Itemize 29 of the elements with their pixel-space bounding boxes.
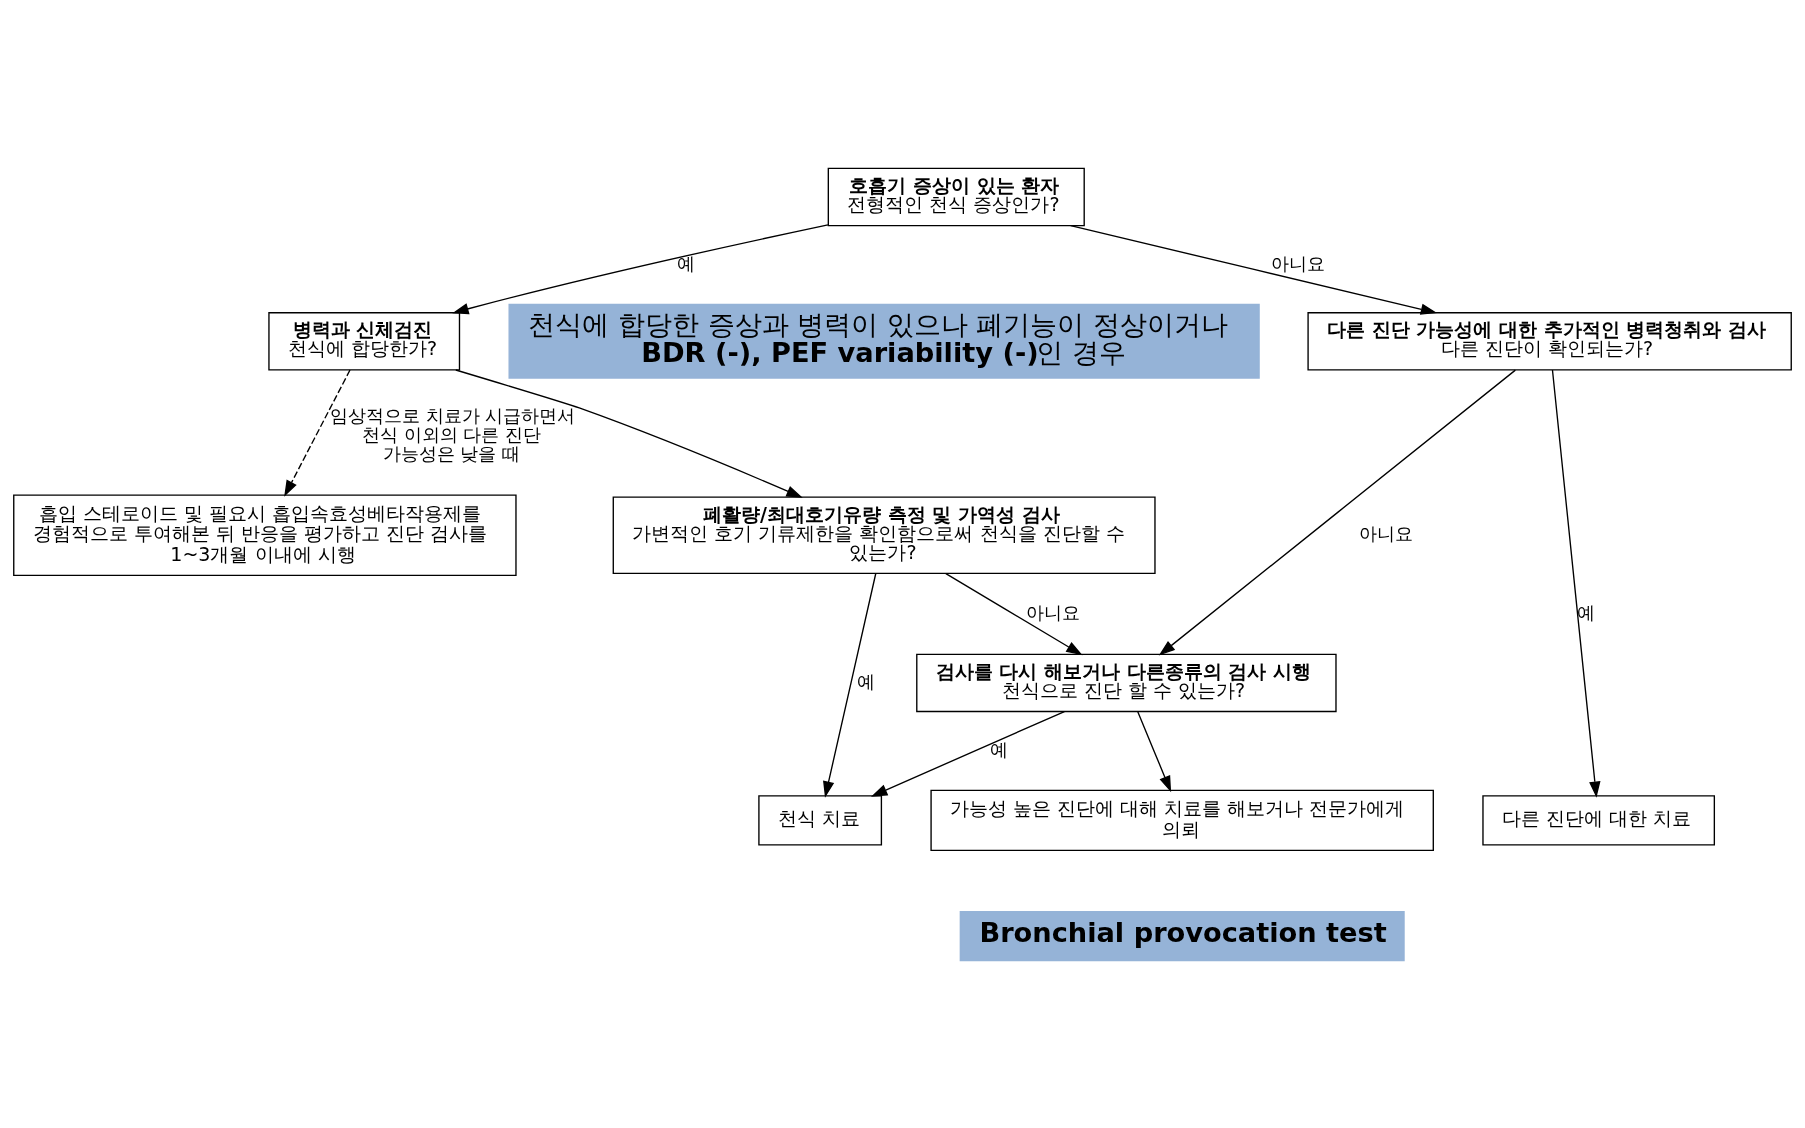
node-box: 천식에 합당한 증상과 병력이 있으나 폐기능이 정상이거나 BDR (-), PEF variability (-)인 경우 [508,303,1260,379]
node-box: 가능성 높은 진단에 대해 치료를 해보거나 전문가에게 의뢰 [930,789,1434,851]
arrow [452,223,829,314]
arrow [455,368,803,498]
arrow [870,710,1066,797]
node-box: 다른 진단에 대한 치료 [1482,794,1716,846]
node-box: 검사를 다시 해보거나 다른종류의 검사 시행 천식으로 진단 할 수 있는가? [916,653,1337,712]
edge-label: 아니요 [1359,523,1414,544]
edge-label: 예 [677,253,696,274]
node-box: 흡입 스테로이드 및 필요시 흡입속효성베타작용제를 경험적으로 투여해본 뒤 반응을 평가하고 진단 검사를 1~3개월 이내에 시행 [13,493,517,576]
node-box: 폐활량/최대호기유량 측정 및 가역성 검사 가변적인 호기 기류제한을 확인함으로써 천식을 진단할 수 있는가? [612,495,1156,574]
node-box: 천식 치료 [758,794,883,846]
arrow [1137,710,1172,792]
arrow [1551,368,1601,798]
arrow [1158,368,1517,656]
node-box: 병력과 신체검진 천식에 합당한가? [268,311,461,371]
edge-label: 아니요 [1025,602,1080,623]
edge-label: 예 [990,739,1009,760]
edge-label: 예 [1576,602,1595,623]
edge-label: 예 [856,671,875,692]
node-box: Bronchial provocation test [959,910,1405,961]
edge-label: 임상적으로 치료가 시급하면서 천식 이외의 다른 진단 가능성은 낮을 때 [330,405,576,464]
arrow [284,368,351,497]
arrow [823,572,877,798]
node-box: 호흡기 증상이 있는 환자 전형적인 천식 증상인가? [827,167,1085,226]
arrow [1070,224,1438,315]
arrow [945,572,1083,655]
edge-label: 아니요 [1270,253,1325,274]
node-box: 다른 진단 가능성에 대한 추가적인 병력청취와 검사 다른 진단이 확인되는가? [1307,311,1792,371]
